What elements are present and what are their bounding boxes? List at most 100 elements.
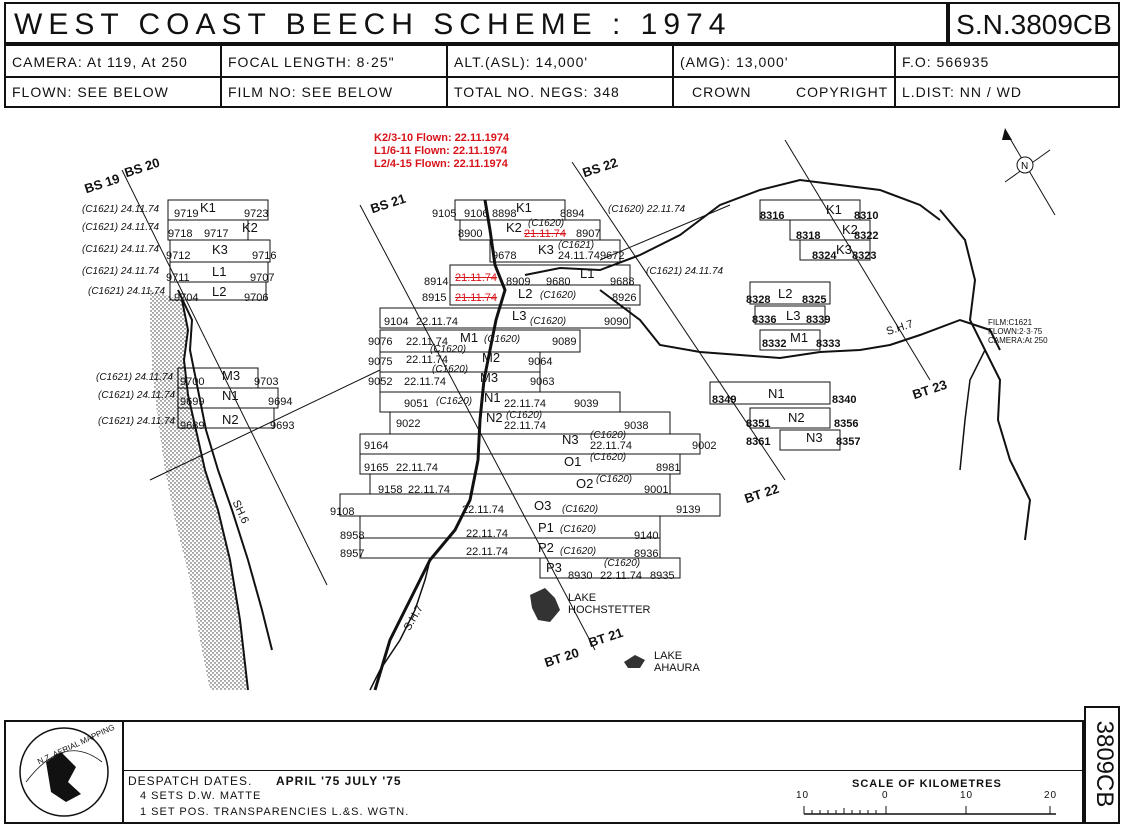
footer-divider — [124, 770, 1084, 771]
strip-label: K2 — [242, 220, 258, 235]
photo-end: 8340 — [832, 394, 857, 406]
strip-label: L3 — [512, 308, 527, 323]
date-label: 22.11.74 — [416, 316, 459, 328]
photo-start: 9704 — [174, 292, 199, 304]
photo-start: 8349 — [712, 394, 737, 406]
photo-end: 9139 — [676, 504, 701, 516]
strip-label: N1 — [768, 386, 785, 401]
despatch-line-3: 1 SET POS. TRANSPARENCIES L.&S. WGTN. — [140, 806, 410, 818]
photo-end: 8325 — [802, 294, 827, 306]
film-note-line: FLOWN:2·3·75 — [988, 327, 1043, 336]
film-label: (C1620) — [560, 546, 597, 557]
photo-start: 8915 — [422, 292, 447, 304]
photo-start: 8318 — [796, 230, 821, 242]
photo-start: 9075 — [368, 356, 393, 368]
grey-river — [373, 199, 507, 691]
strip-label: L2 — [212, 284, 227, 299]
strip-label: L1 — [580, 266, 595, 281]
date-label: 22.11.74 — [466, 546, 509, 558]
sh7-east-road — [599, 289, 1001, 360]
lake-ahaura-icon — [624, 655, 645, 668]
ldist-cell: L.DIST: NN / WD — [894, 76, 1120, 108]
photo-start: 8361 — [746, 436, 771, 448]
sheet-number: S.N.3809CB — [948, 2, 1120, 44]
date-label: 21.11.74 — [455, 272, 498, 284]
scale-tick-label: 10 — [796, 790, 810, 801]
strip-label: K3 — [538, 242, 554, 257]
photo-start: 9718 — [168, 228, 193, 240]
photo-mid: 8898 — [492, 208, 517, 220]
strip-label: L2 — [518, 286, 533, 301]
strip-label: K1 — [516, 200, 532, 215]
date-label: 22.11.74 — [406, 354, 449, 366]
center-photo-boxes — [339, 199, 721, 579]
strip-label: N2 — [486, 410, 503, 425]
photo-end: 8310 — [854, 210, 879, 222]
scale-tick-label: 20 — [1044, 790, 1058, 801]
logo-panel — [4, 720, 124, 824]
film-label: (C1620) — [590, 430, 627, 441]
flight-line-diag — [149, 369, 381, 481]
date-label: 22.11.74 — [408, 484, 451, 496]
film-label: (C1621) 24.11.74 — [82, 244, 160, 255]
strip-label: K2 — [842, 222, 858, 237]
strip-label: L3 — [786, 308, 801, 323]
photo-end: 9693 — [270, 420, 295, 432]
strip-label: K3 — [212, 242, 228, 257]
photo-end: 9001 — [644, 484, 669, 496]
scale-bar — [803, 806, 1056, 815]
photo-start: 8958 — [340, 530, 365, 542]
total-negs-cell: TOTAL NO. NEGS: 348 — [446, 76, 674, 108]
photo-start: 8930 — [568, 570, 593, 582]
film-note: FILM:C1621 FLOWN:2·3·75 CAMERA:At 250 — [988, 318, 1048, 345]
photo-start: 9105 — [432, 208, 457, 220]
photo-end: 8907 — [576, 228, 601, 240]
film-label: (C1621) 24.11.74 — [82, 204, 160, 215]
strip-label: O3 — [534, 498, 552, 513]
date-label: 22.11.74 — [396, 462, 439, 474]
date-label: 22.11.74 — [600, 570, 643, 582]
film-label: (C1621) 24.11.74 — [82, 222, 160, 233]
photo-start: 9678 — [492, 250, 517, 262]
photo-end: 9064 — [528, 356, 553, 368]
photo-end: 9717 — [204, 228, 229, 240]
photo-start: 8914 — [424, 276, 449, 288]
despatch-line-2: 4 SETS D.W. MATTE — [140, 790, 262, 802]
photo-mid: 9106 — [464, 208, 489, 220]
strip-label: O1 — [564, 454, 582, 469]
photo-start: 9711 — [166, 272, 190, 284]
ahaura-river — [524, 178, 941, 276]
map-title: WEST COAST BEECH SCHEME : 1974 — [4, 2, 948, 44]
photo-end: 9723 — [244, 208, 269, 220]
north-arrow-icon: N — [1002, 128, 1056, 216]
strip-label: P1 — [538, 520, 554, 535]
date-label: 22.11.74 — [504, 420, 547, 432]
strip-label: M1 — [460, 330, 479, 345]
strip-label: M2 — [482, 350, 501, 365]
strip-label: N2 — [788, 410, 805, 425]
photo-end: 8357 — [836, 436, 861, 448]
east-river — [939, 209, 1032, 541]
film-label: (C1620) — [596, 474, 633, 485]
strip-label: L2 — [778, 286, 793, 301]
photo-end: 8323 — [852, 250, 877, 262]
svg-text:N: N — [1021, 161, 1028, 172]
film-label: (C1620) — [562, 504, 599, 515]
film-label: (C1620) — [540, 290, 577, 301]
photo-start: 8324 — [812, 250, 837, 262]
photo-start: 9712 — [166, 250, 191, 262]
focal-length-cell: FOCAL LENGTH: 8·25" — [220, 44, 448, 78]
film-label: (C1621) — [558, 240, 595, 251]
photo-start: 9158 — [378, 484, 403, 496]
lake-ahaura-label-1: LAKE — [654, 650, 683, 662]
side-code-panel: 3809CB — [1084, 706, 1120, 824]
altitude-asl-cell: ALT.(ASL): 14,000' — [446, 44, 674, 78]
despatch-dates: APRIL '75 JULY '75 — [276, 774, 402, 788]
flight-line-diag-2 — [599, 204, 731, 261]
photo-end: 9089 — [552, 336, 577, 348]
film-label: (C1620) 22.11.74 — [608, 204, 686, 215]
photo-mid: 8909 — [506, 276, 531, 288]
strip-label: M1 — [790, 330, 809, 345]
film-note-line: FILM:C1621 — [988, 318, 1033, 327]
lake-hochstetter-label-2: HOCHSTETTER — [568, 604, 651, 616]
